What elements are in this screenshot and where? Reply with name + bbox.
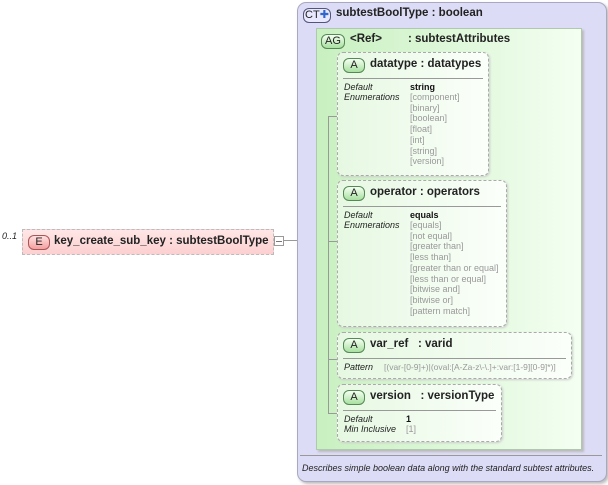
pattern-value: [(var-[0-9]+)|(oval:[A-Za-z\-\.]+:var:[1… [384, 362, 556, 372]
attribute-badge: A [343, 338, 365, 353]
attribute-group-ref: : subtestAttributes [407, 33, 511, 45]
attribute-group-badge: AG [321, 34, 345, 49]
element-name: key_create_sub_key [54, 235, 166, 247]
connector [283, 240, 297, 241]
default-value: equals [410, 210, 439, 220]
attribute-type: : datatypes [420, 58, 482, 70]
facet-label: Enumerations [344, 92, 400, 102]
attribute-name: var_ref [370, 338, 409, 350]
default-label: Default [344, 82, 373, 92]
attribute-type: : operators [419, 186, 480, 198]
default-value: 1 [406, 414, 412, 424]
collapse-toggle[interactable] [274, 236, 284, 246]
default-value: string [410, 82, 436, 92]
complex-type-name: subtestBoolType [336, 7, 429, 19]
attribute-badge: A [343, 390, 365, 405]
attribute-name: datatype [370, 58, 418, 70]
attribute-name: version [370, 390, 411, 402]
complex-type-badge: CT✚ [303, 8, 331, 23]
element-node[interactable]: E key_create_sub_key : subtestBoolType [22, 229, 274, 255]
attribute-group-name: <Ref> [350, 33, 382, 45]
attribute-var-ref[interactable]: A var_ref : varid Pattern [(var-[0-9]+)|… [337, 332, 572, 379]
element-type: : subtestBoolType [169, 235, 269, 247]
facet-label: Pattern [344, 362, 374, 372]
attribute-badge: A [343, 58, 365, 73]
attribute-badge: A [343, 186, 365, 201]
attribute-datatype[interactable]: A datatype : datatypes Default Enumerati… [337, 52, 489, 176]
min-inclusive-value: [1] [406, 424, 417, 434]
default-label: Default [344, 210, 373, 220]
attribute-operator[interactable]: A operator : operators Default Enumerati… [337, 180, 507, 327]
attribute-name: operator [370, 186, 417, 198]
attribute-type: : versionType [420, 390, 495, 402]
default-label: Default [344, 414, 373, 424]
occurs-label: 0..1 [2, 231, 18, 241]
enum-list: [component][binary][boolean][float][int]… [410, 92, 460, 167]
attribute-version[interactable]: A version : versionType Default Min Incl… [337, 384, 502, 442]
complex-type-base: : boolean [431, 7, 483, 19]
facet-label: Min Inclusive [344, 424, 397, 434]
enum-list: [equals][not equal][greater than][less t… [410, 220, 499, 316]
attribute-type: : varid [417, 338, 453, 350]
complex-type-description: Describes simple boolean data along with… [302, 463, 595, 473]
element-badge: E [28, 235, 50, 250]
facet-label: Enumerations [344, 220, 400, 230]
